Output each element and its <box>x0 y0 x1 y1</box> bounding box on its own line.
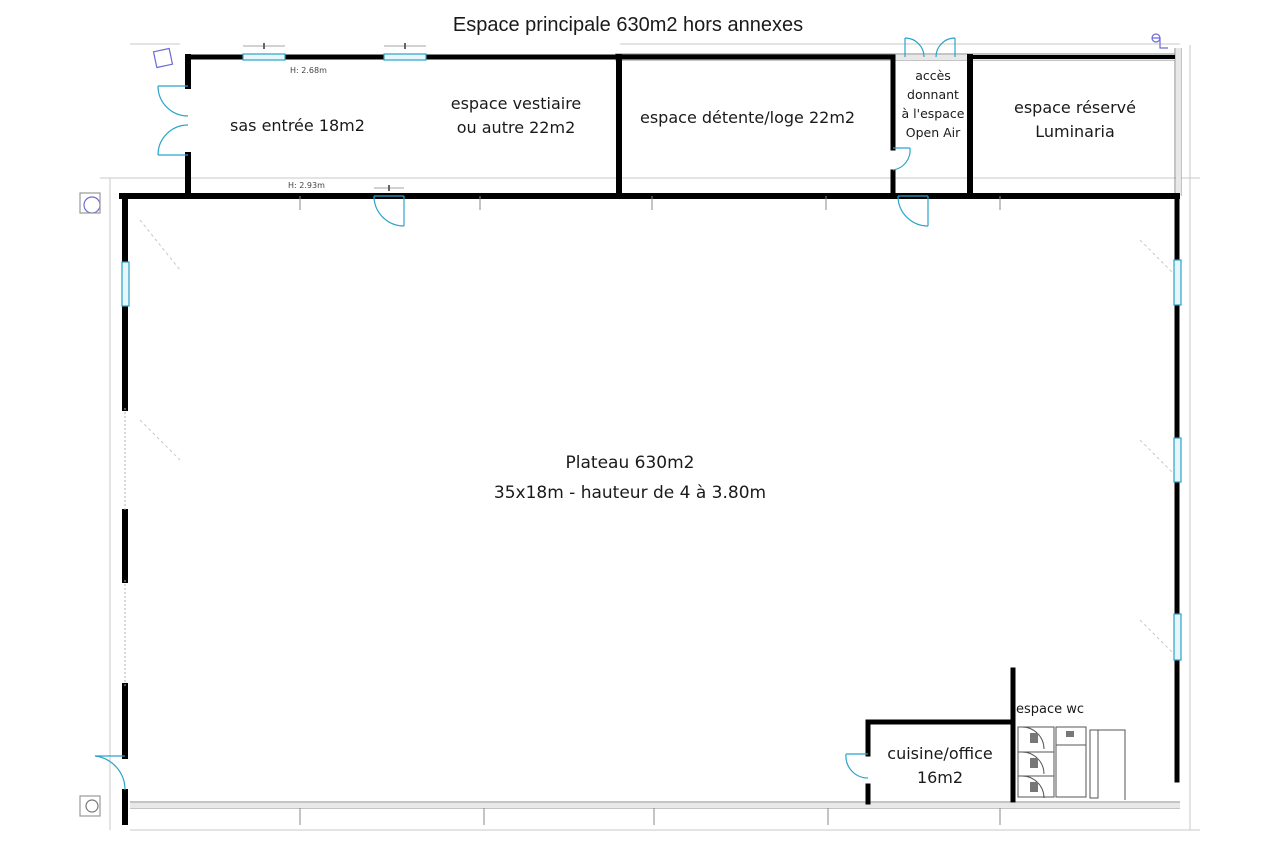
room-detente: espace détente/loge 22m2 <box>640 108 856 127</box>
room-wc: espace wc <box>1016 702 1085 717</box>
room-acces-line4: Open Air <box>905 125 961 140</box>
room-acces-line2: donnant <box>907 87 959 102</box>
plan-title: Espace principale 630m2 hors annexes <box>452 14 804 36</box>
room-luminaria-line1: espace réservé <box>1013 98 1136 117</box>
room-cuisine: cuisine/office 16m2 <box>880 742 1000 790</box>
room-plateau-line1: Plateau 630m2 <box>565 453 695 473</box>
room-plateau-line2: 35x18m - hauteur de 4 à 3.80m <box>493 483 767 503</box>
height-label-top: H: 2.68m <box>290 66 327 75</box>
room-acces-line1: accès <box>915 68 951 83</box>
room-vestiaire-line1: espace vestiaire <box>450 94 582 113</box>
room-luminaria: espace réservé Luminaria <box>1005 96 1145 144</box>
room-vestiaire: espace vestiaire ou autre 22m2 <box>446 92 586 140</box>
room-vestiaire-line2: ou autre 22m2 <box>456 118 576 137</box>
room-acces-line3: à l'espace <box>901 106 965 121</box>
height-label-bottom: H: 2.93m <box>288 181 325 190</box>
room-cuisine-line2: 16m2 <box>916 768 964 787</box>
room-plateau: Plateau 630m2 35x18m - hauteur de 4 à 3.… <box>440 448 820 508</box>
room-acces: accès donnant à l'espace Open Air <box>897 66 969 142</box>
room-sas-entree: sas entrée 18m2 <box>230 116 365 135</box>
room-luminaria-line2: Luminaria <box>1035 122 1115 141</box>
room-cuisine-line1: cuisine/office <box>887 744 993 763</box>
